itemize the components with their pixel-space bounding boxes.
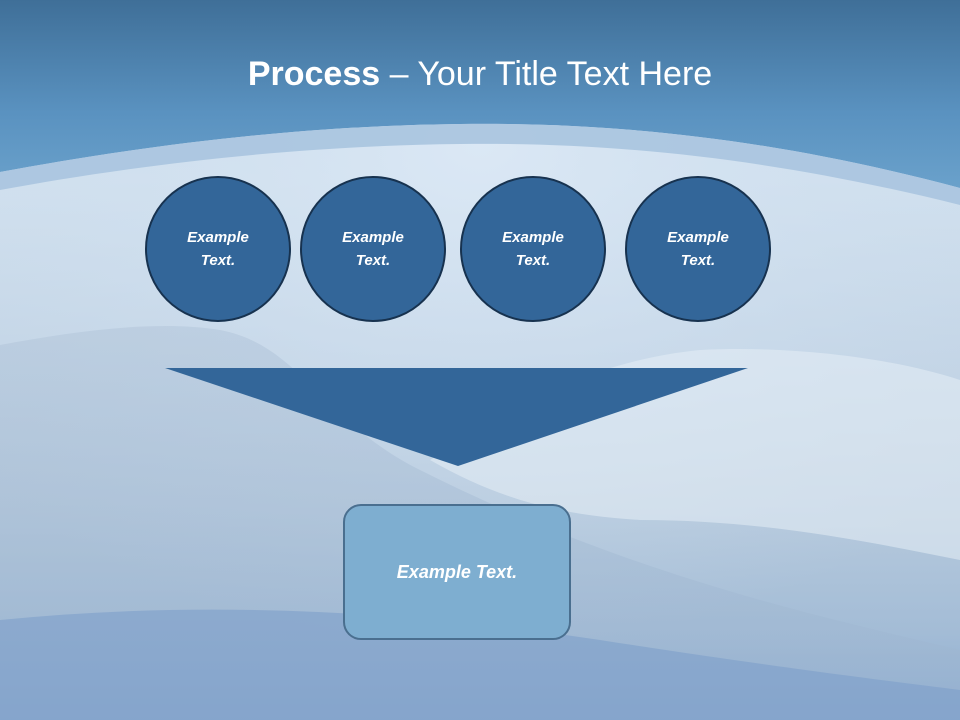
process-step-circle-3[interactable]: Example Text. xyxy=(460,176,606,322)
process-step-circle-1[interactable]: Example Text. xyxy=(145,176,291,322)
process-step-label-3: Example Text. xyxy=(502,229,564,269)
header-arc xyxy=(0,123,960,205)
process-step-label-2: Example Text. xyxy=(342,229,404,269)
process-step-label-4: Example Text. xyxy=(667,229,729,269)
deep-water xyxy=(0,609,960,720)
header-band xyxy=(0,0,960,188)
title-rest: – Your Title Text Here xyxy=(380,55,713,93)
process-step-circle-4[interactable]: Example Text. xyxy=(625,176,771,322)
result-box[interactable]: Example Text. xyxy=(343,504,571,640)
title-bold: Process xyxy=(247,55,381,93)
slide-title: Process – Your Title Text Here xyxy=(0,52,960,96)
process-step-circle-2[interactable]: Example Text. xyxy=(300,176,446,322)
process-step-label-1: Example Text. xyxy=(187,229,249,269)
result-label: Example Text. xyxy=(396,561,518,582)
